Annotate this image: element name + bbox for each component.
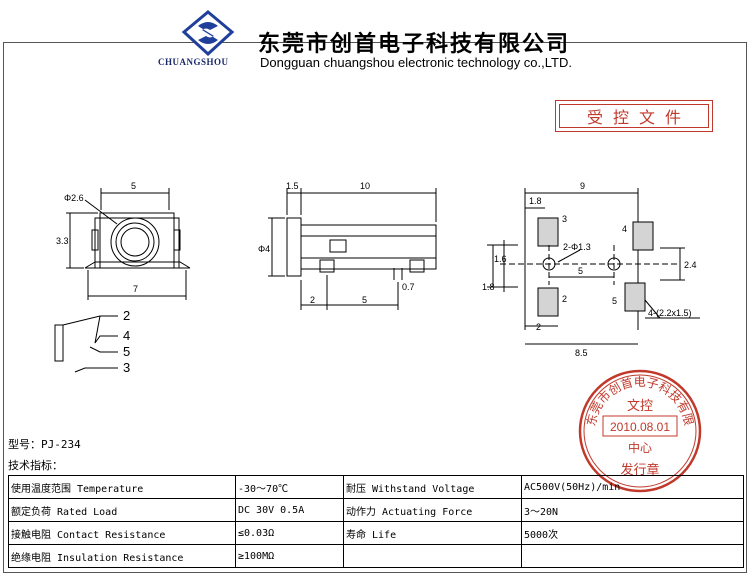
- spec-cell: 额定负荷 Rated Load: [8, 498, 236, 522]
- front-width-label: 5: [131, 181, 136, 191]
- spec-cell: ≥100MΩ: [235, 544, 344, 568]
- spec-cell: 耐压 Withstand Voltage: [343, 475, 522, 499]
- technical-drawing: Φ2.6 5 3.3 7 1.5 10 Φ4 2 5 0.7 9 1.8 2-Φ…: [54, 181, 700, 375]
- controlled-document-stamp: 受控文件: [555, 100, 713, 132]
- spec-cell: 使用温度范围 Temperature: [8, 475, 236, 499]
- pcb-vert-b-label: 1.6: [494, 254, 507, 264]
- schematic-pin-label: 5: [123, 344, 130, 359]
- pcb-pad-size-label: 4-(2.2x1.5): [648, 308, 692, 318]
- specs-title: 技术指标：: [8, 459, 63, 472]
- company-name-cn: 东莞市创首电子科技有限公司: [258, 31, 571, 57]
- pcb-pad-label: 2: [562, 294, 567, 304]
- table-row: 接触电阻 Contact Resistance ≤0.03Ω 寿命 Life 5…: [8, 521, 744, 545]
- schematic-pin-label: 2: [123, 308, 130, 323]
- pcb-pad-label: 4: [622, 224, 627, 234]
- company-name-en: Dongguan chuangshou electronic technolog…: [260, 55, 572, 70]
- pcb-pad-label: 5: [612, 296, 617, 306]
- spec-cell: 寿命 Life: [343, 521, 522, 545]
- approval-stamp: 东莞市创首电子科技有限公司 文控 2010.08.01 中心 发行章: [575, 366, 702, 493]
- stamp-ring-text: 东莞市创首电子科技有限公司: [575, 366, 696, 427]
- side-pitch-label: 5: [362, 295, 367, 305]
- schematic-pin-label: 4: [123, 328, 130, 343]
- spec-cell: [343, 544, 522, 568]
- spec-cell: 3～20N: [521, 498, 744, 522]
- drawing-frame: [3, 42, 747, 573]
- front-height-label: 3.3: [56, 236, 69, 246]
- spec-cell: [521, 544, 744, 568]
- svg-text:东莞市创首电子科技有限公司: 东莞市创首电子科技有限公司: [575, 366, 696, 427]
- side-length-label: 10: [360, 181, 370, 191]
- side-offset-label: 2: [310, 295, 315, 305]
- pcb-hole-pitch-label: 5: [578, 266, 583, 276]
- company-logo-icon: [181, 10, 235, 56]
- table-row: 额定负荷 Rated Load DC 30V 0.5A 动作力 Actuatin…: [8, 498, 744, 522]
- spec-cell: -30～70℃: [235, 475, 344, 499]
- table-row: 绝缘电阻 Insulation Resistance ≥100MΩ: [8, 544, 744, 568]
- spec-cell: AC500V(50Hz)/min: [521, 475, 744, 499]
- schematic-pin-label: 3: [123, 360, 130, 375]
- side-dia-label: Φ4: [258, 244, 270, 254]
- pcb-pad-w-label: 2: [536, 322, 541, 332]
- front-dia-label: Φ2.6: [64, 193, 84, 203]
- pcb-vert-a-label: 1.8: [482, 282, 495, 292]
- spec-cell: DC 30V 0.5A: [235, 498, 344, 522]
- model-number: 型号：PJ-234: [8, 438, 81, 451]
- pcb-width-label: 9: [580, 181, 585, 191]
- pcb-total-label: 8.5: [575, 348, 588, 358]
- stamp-bottom-text: 发行章: [620, 462, 659, 478]
- pcb-edge-label: 1.8: [529, 196, 542, 206]
- pcb-hole-label: 2-Φ1.3: [563, 242, 591, 252]
- spec-cell: ≤0.03Ω: [235, 521, 344, 545]
- table-row: 使用温度范围 Temperature -30～70℃ 耐压 Withstand …: [8, 475, 744, 499]
- pcb-pad-label: 3: [562, 214, 567, 224]
- pcb-vert-c-label: 2.4: [684, 260, 697, 270]
- stamp-center-text: 中心: [628, 440, 652, 455]
- side-flange-label: 1.5: [286, 181, 299, 191]
- spec-cell: 绝缘电阻 Insulation Resistance: [8, 544, 236, 568]
- spec-cell: 5000次: [521, 521, 744, 545]
- logo-caption: CHUANGSHOU: [158, 57, 229, 67]
- stamp-top-text: 文控: [627, 399, 653, 414]
- front-base-label: 7: [133, 284, 138, 294]
- spec-cell: 动作力 Actuating Force: [343, 498, 522, 522]
- specs-table: 使用温度范围 Temperature -30～70℃ 耐压 Withstand …: [8, 475, 744, 568]
- side-pin-label: 0.7: [402, 282, 415, 292]
- stamp-date: 2010.08.01: [610, 420, 670, 434]
- spec-cell: 接触电阻 Contact Resistance: [8, 521, 236, 545]
